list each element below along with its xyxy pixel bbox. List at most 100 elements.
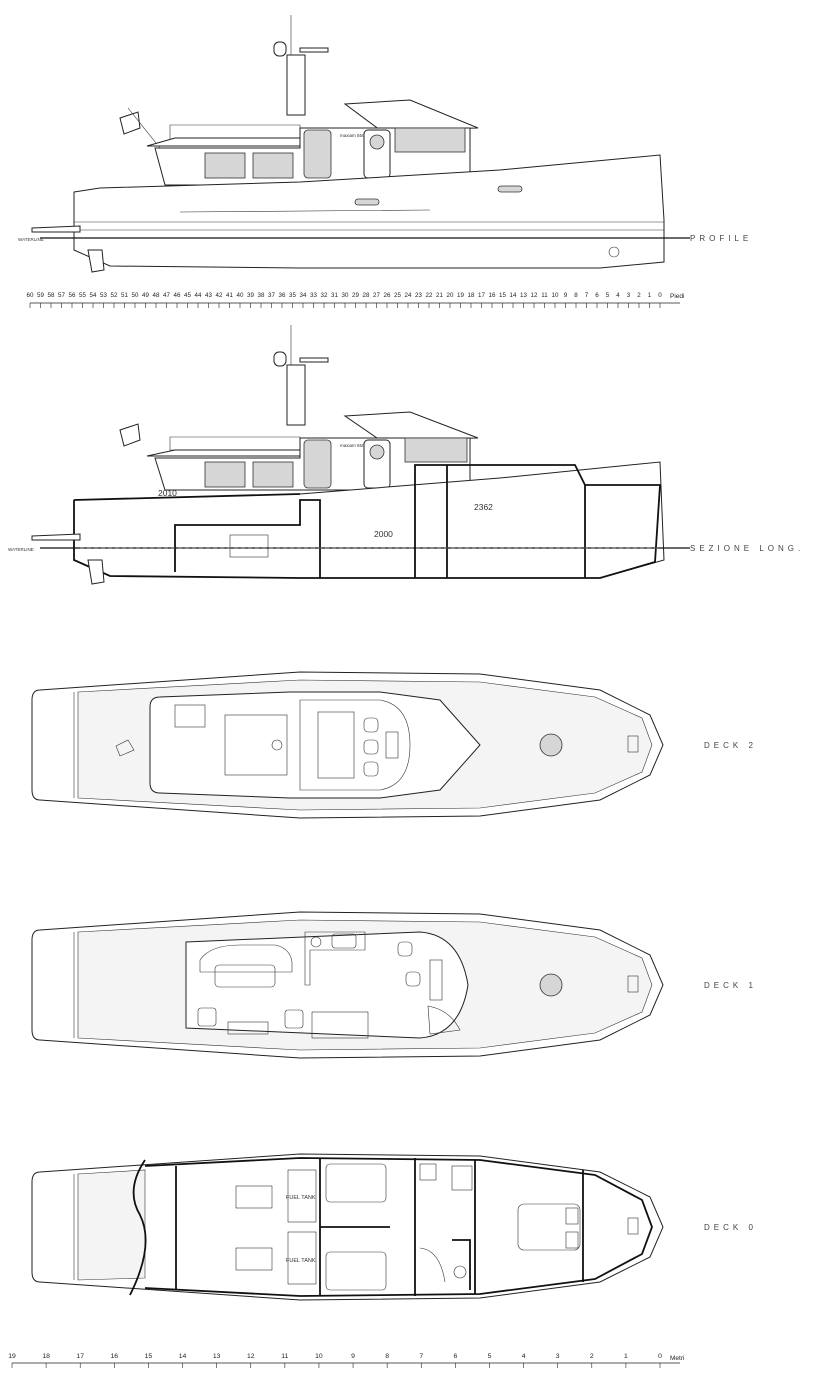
section-flag-icon <box>119 423 141 447</box>
fuel-tank-label-1: FUEL TANK <box>286 1195 316 1201</box>
feet-scale-unit: Piedi <box>670 293 684 300</box>
deck0-windlass-icon <box>627 1217 639 1235</box>
meters-scale-tick-label: 1 <box>624 1353 628 1360</box>
feet-scale-tick-label: 45 <box>184 292 191 299</box>
feet-scale-tick-label: 55 <box>79 292 86 299</box>
section-dim-2010: 2010 <box>158 488 177 498</box>
feet-scale-tick-label: 35 <box>289 292 296 299</box>
feet-scale-tick-label: 51 <box>121 292 128 299</box>
feet-scale-tick-label: 12 <box>531 292 538 299</box>
feet-scale-tick-label: 20 <box>447 292 454 299</box>
deck1-windlass-icon <box>627 975 639 993</box>
feet-scale-tick-label: 17 <box>478 292 485 299</box>
feet-scale-tick-label: 49 <box>142 292 149 299</box>
feet-scale-tick-label: 10 <box>552 292 559 299</box>
section-dim-2362: 2362 <box>474 502 493 512</box>
section-view: maxiam 550 2010 2000 2362 WATERLINE SEZI… <box>8 325 804 585</box>
svg-text:maxiam 550: maxiam 550 <box>340 133 365 138</box>
feet-scale-tick-label: 31 <box>331 292 338 299</box>
feet-scale-tick-label: 52 <box>111 292 118 299</box>
feet-scale-tick-label: 32 <box>321 292 328 299</box>
feet-scale-tick-label: 9 <box>564 292 568 299</box>
feet-scale-tick-label: 5 <box>606 292 610 299</box>
feet-scale-tick-label: 15 <box>499 292 506 299</box>
feet-scale-tick-label: 25 <box>394 292 401 299</box>
meters-scale-tick-label: 10 <box>315 1353 323 1360</box>
feet-scale-tick-label: 30 <box>342 292 349 299</box>
feet-scale-tick-label: 8 <box>574 292 578 299</box>
flag-icon <box>119 111 141 135</box>
feet-scale-tick-label: 50 <box>132 292 139 299</box>
feet-scale-tick-label: 16 <box>489 292 496 299</box>
feet-scale-tick-label: 13 <box>520 292 527 299</box>
feet-scale-tick-label: 0 <box>658 292 662 299</box>
feet-scale-tick-label: 7 <box>585 292 589 299</box>
meters-scale-tick-label: 14 <box>179 1353 187 1360</box>
deck-2-plan: DECK 2 <box>31 671 757 819</box>
feet-scale-tick-label: 53 <box>100 292 107 299</box>
feet-scale-tick-label: 48 <box>153 292 160 299</box>
meters-scale-tick-label: 13 <box>213 1353 221 1360</box>
feet-scale-tick-label: 41 <box>226 292 233 299</box>
feet-scale-tick-label: 36 <box>279 292 286 299</box>
meters-scale-tick-label: 6 <box>453 1353 457 1360</box>
feet-scale-tick-label: 23 <box>415 292 422 299</box>
feet-scale-tick-label: 3 <box>627 292 631 299</box>
feet-scale-tick-label: 18 <box>468 292 475 299</box>
feet-scale-tick-label: 34 <box>300 292 307 299</box>
feet-scale-tick-label: 21 <box>436 292 443 299</box>
feet-scale-tick-label: 58 <box>48 292 55 299</box>
section-view-label: SEZIONE LONG. <box>690 544 804 553</box>
meters-scale-tick-label: 16 <box>111 1353 119 1360</box>
deck-2-label: DECK 2 <box>704 741 757 750</box>
feet-scale-tick-label: 14 <box>510 292 517 299</box>
feet-scale-tick-label: 39 <box>247 292 254 299</box>
feet-scale-tick-label: 1 <box>648 292 652 299</box>
meters-scale-tick-label: 7 <box>419 1353 423 1360</box>
feet-scale-tick-label: 19 <box>457 292 464 299</box>
feet-scale-tick-label: 33 <box>310 292 317 299</box>
feet-scale-tick-label: 54 <box>90 292 97 299</box>
svg-text:maxiam 550: maxiam 550 <box>340 443 365 448</box>
section-waterline-label: WATERLINE <box>8 547 34 552</box>
feet-scale-tick-label: 60 <box>27 292 34 299</box>
fuel-tank-label-2: FUEL TANK <box>286 1258 316 1264</box>
profile-view: maxiam 550 WATERLINE PROFILE <box>18 15 752 273</box>
feet-scale-tick-label: 4 <box>616 292 620 299</box>
meters-scale-tick-label: 0 <box>658 1353 662 1360</box>
meters-scale-tick-label: 4 <box>522 1353 526 1360</box>
feet-scale-tick-label: 2 <box>637 292 641 299</box>
profile-waterline-label: WATERLINE <box>18 237 44 242</box>
meters-scale-tick-label: 11 <box>281 1353 288 1360</box>
feet-scale-tick-label: 28 <box>363 292 370 299</box>
meters-scale-tick-label: 9 <box>351 1353 355 1360</box>
feet-scale-tick-label: 44 <box>195 292 202 299</box>
feet-scale-tick-label: 46 <box>174 292 181 299</box>
feet-scale-tick-label: 6 <box>595 292 599 299</box>
feet-scale-tick-label: 27 <box>373 292 380 299</box>
deck-0-label: DECK 0 <box>704 1223 757 1232</box>
deck-1-label: DECK 1 <box>704 981 757 990</box>
meters-scale-tick-label: 8 <box>385 1353 389 1360</box>
feet-scale-tick-label: 43 <box>205 292 212 299</box>
feet-scale-tick-label: 40 <box>237 292 244 299</box>
meters-scale-tick-label: 18 <box>42 1353 50 1360</box>
feet-scale-tick-label: 38 <box>258 292 265 299</box>
feet-scale-tick-label: 59 <box>37 292 44 299</box>
feet-scale-tick-label: 57 <box>58 292 65 299</box>
deck2-windlass-icon <box>627 735 639 753</box>
meters-scale-tick-label: 2 <box>590 1353 594 1360</box>
deck-1-plan: DECK 1 <box>31 911 757 1059</box>
deck-0-plan: FUEL TANK FUEL TANK DECK 0 <box>31 1153 757 1301</box>
profile-view-label: PROFILE <box>690 234 752 243</box>
feet-scale-tick-label: 26 <box>384 292 391 299</box>
feet-scale-tick-label: 29 <box>352 292 359 299</box>
feet-scale-tick-label: 24 <box>405 292 412 299</box>
deck2-hatch-icon <box>539 733 563 757</box>
meters-scale-tick-label: 3 <box>556 1353 560 1360</box>
meters-scale-tick-label: 17 <box>76 1353 84 1360</box>
section-dim-2000: 2000 <box>374 529 393 539</box>
